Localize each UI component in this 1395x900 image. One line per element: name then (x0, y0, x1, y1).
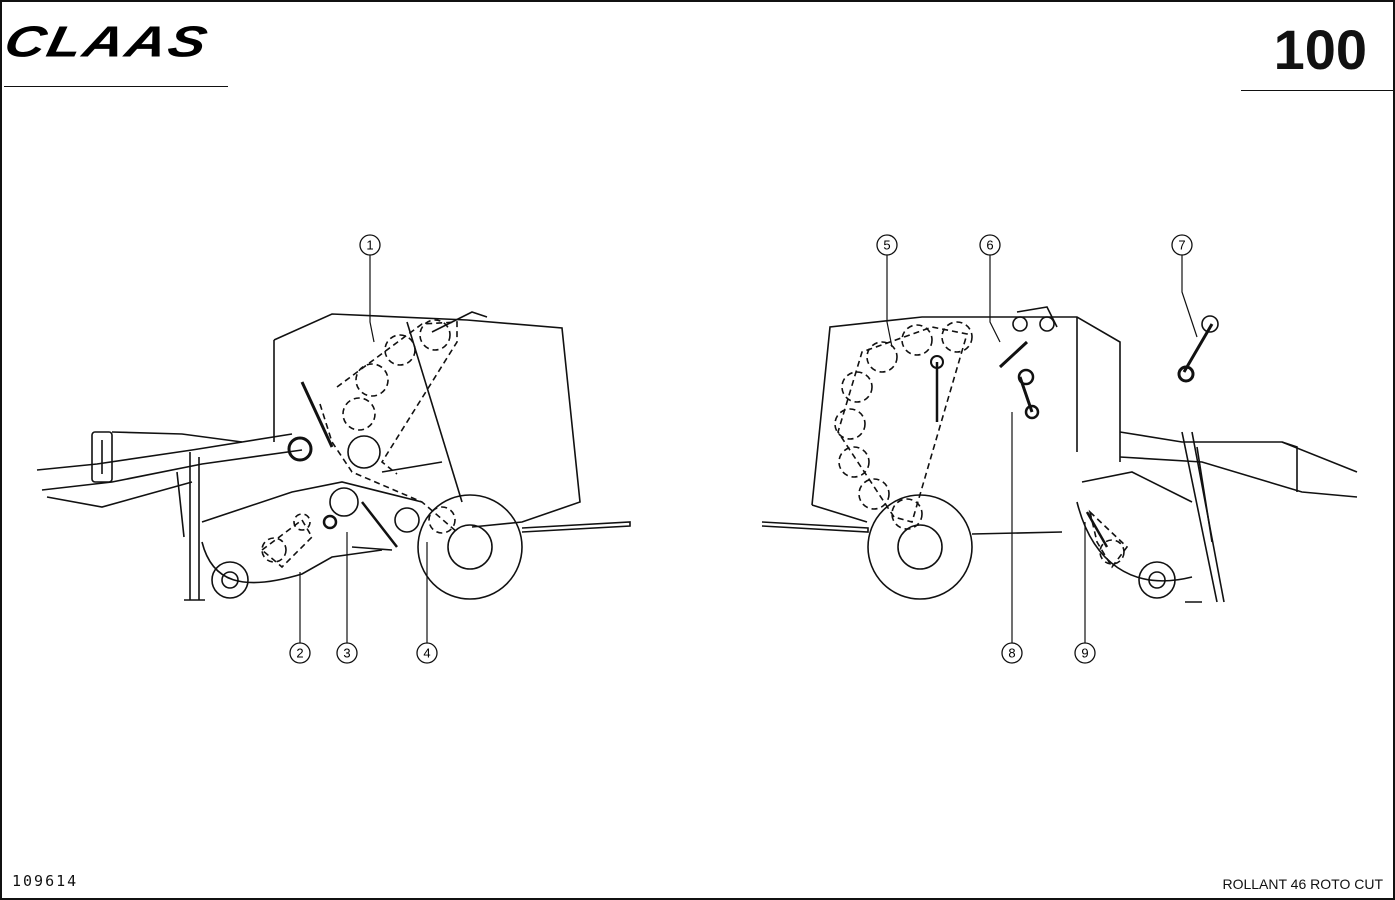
model-name: ROLLANT 46 ROTO CUT (1222, 876, 1383, 892)
callout-6-label: 6 (986, 238, 993, 253)
page-number: 100 (1273, 18, 1367, 81)
callout-4-label: 4 (423, 646, 430, 661)
callout-1: 1 (359, 234, 381, 256)
drawing-number: 109614 (12, 872, 79, 890)
callout-9: 9 (1074, 642, 1096, 664)
callout-5-label: 5 (883, 238, 890, 253)
callout-2: 2 (289, 642, 311, 664)
callout-3-label: 3 (343, 646, 350, 661)
callout-5: 5 (876, 234, 898, 256)
callout-3: 3 (336, 642, 358, 664)
callout-7: 7 (1171, 234, 1193, 256)
page-number-underline (1241, 90, 1393, 91)
logo-underline (4, 86, 228, 87)
callout-8: 8 (1001, 642, 1023, 664)
callout-8-label: 8 (1008, 646, 1015, 661)
callout-1-label: 1 (366, 238, 373, 253)
callout-4: 4 (416, 642, 438, 664)
callout-leaders (299, 255, 1198, 643)
left-side-view (36, 311, 631, 601)
callout-9-label: 9 (1081, 646, 1088, 661)
right-side-view (761, 306, 1358, 603)
callout-6: 6 (979, 234, 1001, 256)
callout-2-label: 2 (296, 646, 303, 661)
callout-7-label: 7 (1178, 238, 1185, 253)
